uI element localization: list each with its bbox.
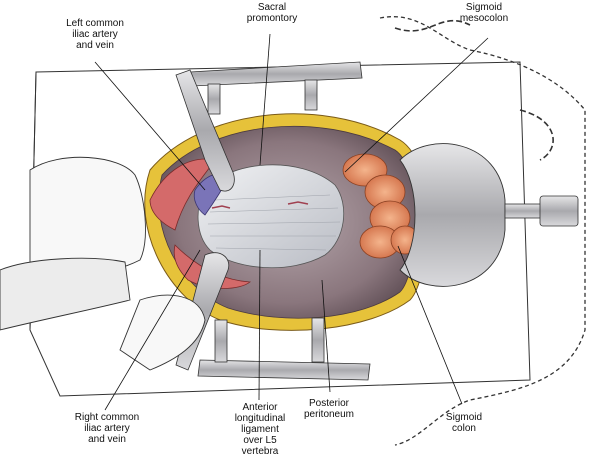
label-sacral-promontory: Sacral promontory [246,2,298,24]
ligament-striations [207,194,341,251]
body-outline-dashed-2 [394,19,554,161]
label-sigmoid-colon: Sigmoid colon [445,412,483,434]
left-glove-cuff [0,257,131,331]
body-outline-dashed [379,16,586,446]
label-anterior-longitudinal-ligament: Anterior longitudinal ligament over L5 v… [234,402,286,457]
left-glove [29,156,146,276]
right-retractor [399,143,579,287]
label-left-common-iliac: Left common iliac artery and vein [66,18,124,51]
label-posterior-peritoneum: Posterior peritoneum [303,398,355,420]
bottom-retractor [197,317,371,381]
leader-lines [94,33,489,411]
label-sigmoid-mesocolon: Sigmoid mesocolon [459,2,509,24]
upper-left-retractor [175,69,235,192]
lower-glove [119,294,206,371]
ligament-marker-right [287,201,309,205]
label-right-common-iliac: Right common iliac artery and vein [74,412,140,445]
left-iliac-artery [149,158,216,231]
ligament-marker-left [211,205,231,209]
top-retractor [189,61,363,115]
anterior-longitudinal-ligament [197,164,345,269]
